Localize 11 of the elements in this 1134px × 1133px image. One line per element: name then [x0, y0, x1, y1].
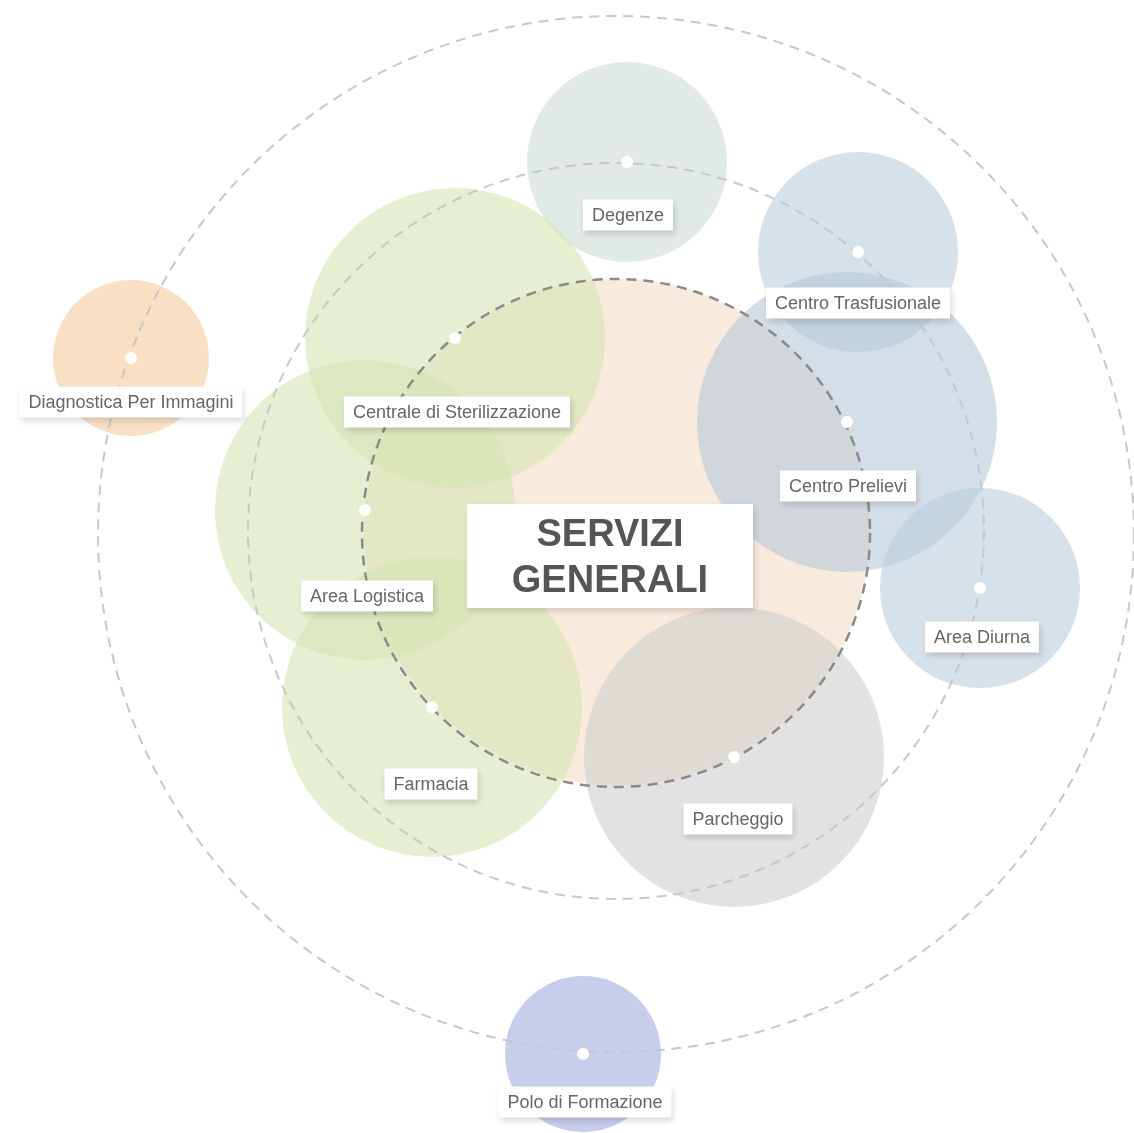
area-label: Area Logistica — [300, 580, 434, 612]
area-label: Degenze — [582, 199, 674, 231]
area-label: Area Diurna — [925, 621, 1039, 653]
area-label: Farmacia — [384, 768, 478, 800]
area-label: Centrale di Sterilizzazione — [343, 396, 571, 428]
center-title-label: SERVIZI GENERALI — [467, 504, 753, 608]
area-label: Centro Trasfusionale — [765, 287, 951, 319]
area-label: Diagnostica Per Immagini — [19, 386, 243, 418]
area-label: Centro Prelievi — [780, 470, 916, 502]
area-label: Parcheggio — [683, 803, 793, 835]
area-label: Polo di Formazione — [498, 1086, 672, 1118]
